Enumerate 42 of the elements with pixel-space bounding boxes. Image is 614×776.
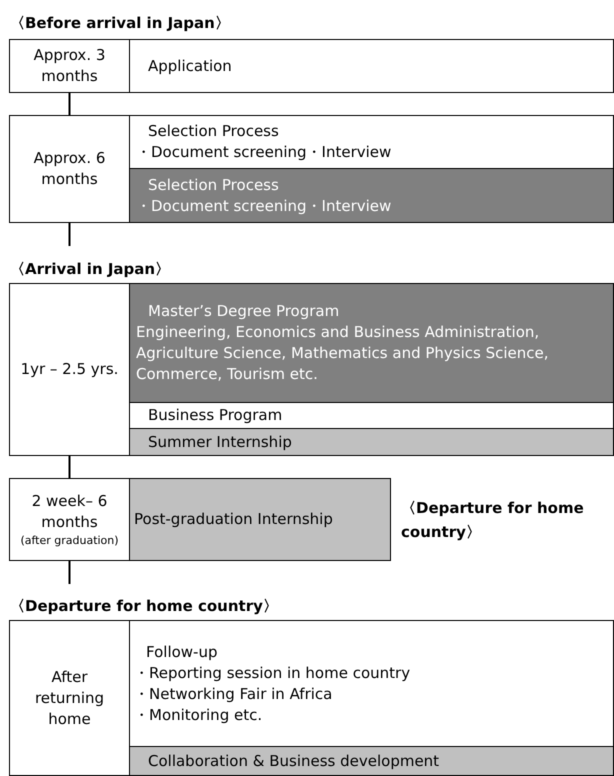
- step-detail: Engineering, Economics and Business Administration, Agriculture Science, Mathematics and Physics Science, Commerce, Tourism etc.: [136, 322, 550, 385]
- step-cell: [129, 620, 614, 747]
- duration-text: After returning home: [34, 666, 106, 730]
- step-text: Summer Internship: [148, 432, 293, 452]
- step-detail: ・Document screening・Interview: [136, 142, 392, 163]
- connector-line: [68, 561, 70, 584]
- step-cell: [129, 478, 391, 561]
- duration-cell: [9, 478, 130, 561]
- step-cell: [129, 746, 614, 776]
- step-cell: [129, 283, 614, 403]
- step-cell: [129, 168, 614, 223]
- step-text: Application: [148, 56, 233, 76]
- step-text: Collaboration & Business development: [148, 750, 440, 772]
- duration-text: 1yr – 2.5 yrs.: [20, 359, 120, 380]
- duration-text: Approx. 3 months: [32, 45, 106, 87]
- connector-line: [68, 223, 70, 246]
- note-text: (after graduation): [19, 533, 120, 548]
- step-heading: Follow-up: [145, 642, 218, 662]
- section-heading: 〈Before arrival in Japan〉: [10, 14, 230, 33]
- step-cell: [129, 428, 614, 456]
- step-cell: [129, 115, 614, 169]
- step-detail: ・Document screening・Interview: [136, 196, 392, 216]
- step-heading: Master’s Degree Program: [147, 301, 340, 322]
- step-detail: ・Monitoring etc.: [134, 704, 264, 726]
- step-text: Post-graduation Internship: [134, 509, 334, 530]
- duration-text: 2 week– 6 months: [30, 491, 108, 533]
- step-cell: [129, 39, 614, 93]
- section-heading: 〈Departure for home country〉: [401, 498, 585, 543]
- step-heading: Selection Process: [147, 174, 280, 196]
- duration-text: Approx. 6 months: [32, 148, 106, 190]
- step-text: Business Program: [148, 405, 284, 426]
- step-heading: Selection Process: [147, 121, 280, 142]
- step-detail: ・Reporting session in home country: [134, 662, 412, 684]
- connector-line: [68, 456, 70, 478]
- duration-cell: [9, 620, 130, 776]
- duration-cell: [9, 283, 130, 456]
- duration-cell: [9, 39, 130, 93]
- section-heading: 〈Departure for home country〉: [10, 597, 278, 616]
- duration-cell: [9, 115, 130, 223]
- step-detail: ・Networking Fair in Africa: [134, 684, 334, 704]
- section-heading: 〈Arrival in Japan〉: [10, 260, 170, 279]
- connector-line: [68, 93, 70, 115]
